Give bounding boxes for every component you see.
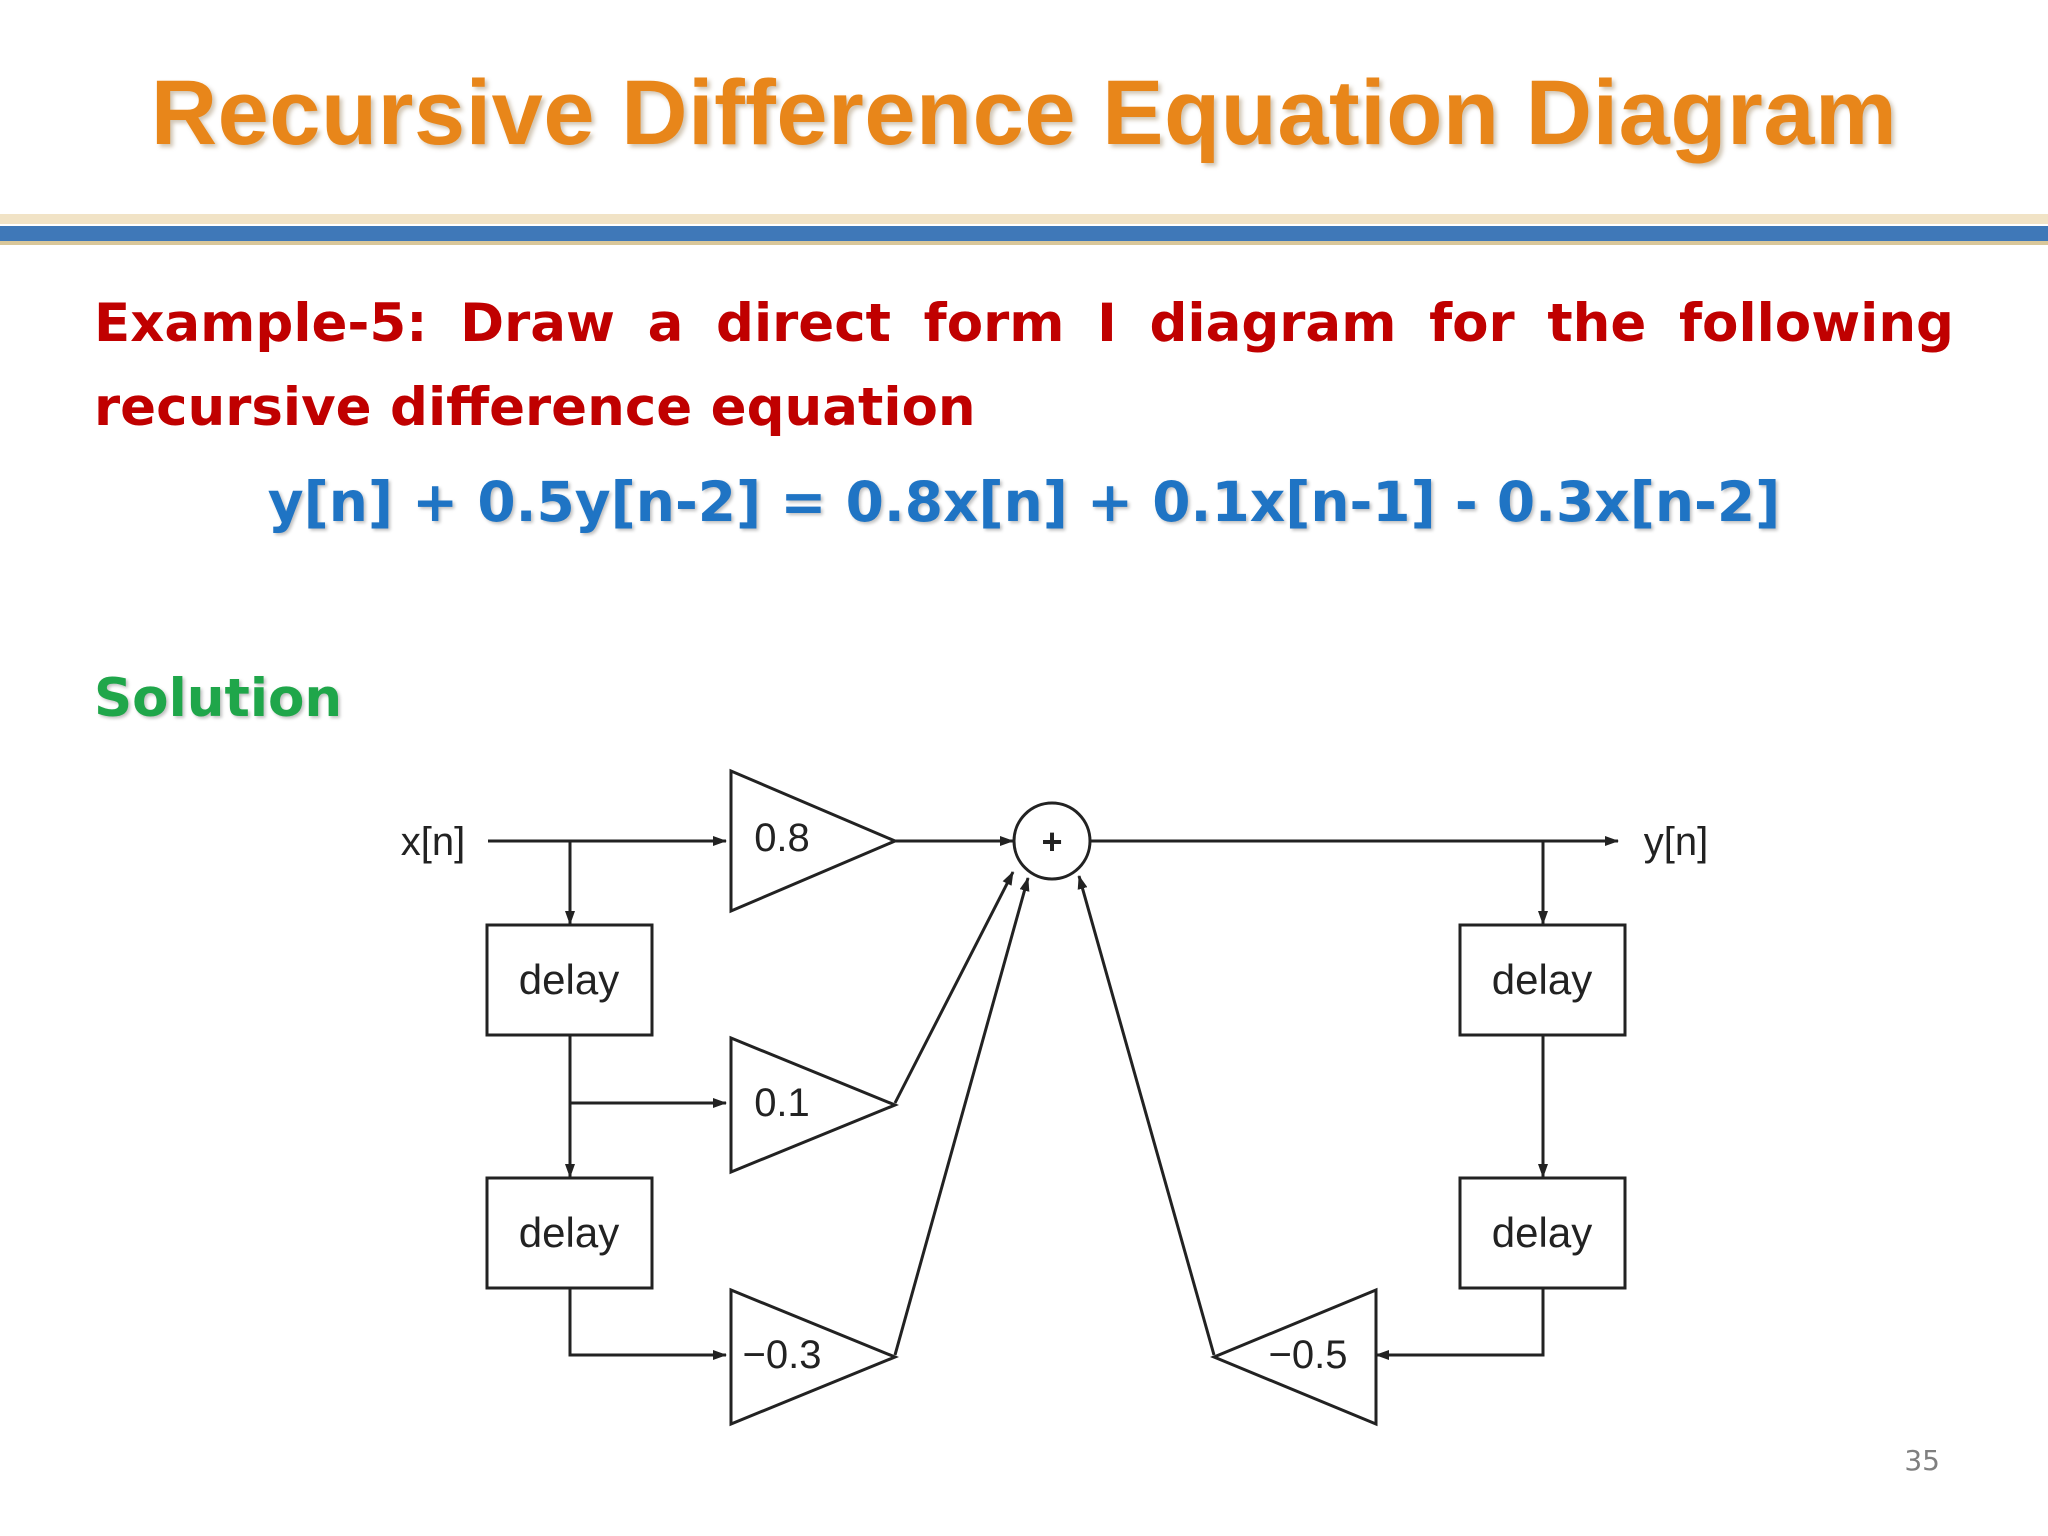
gain-triangle-minus03 <box>729 1287 899 1427</box>
gain-triangle-01 <box>729 1035 899 1175</box>
gain-label-08: 0.8 <box>754 816 810 860</box>
slide-title: Recursive Difference Equation Diagram <box>150 62 1898 164</box>
delay-box-x2 <box>485 1176 654 1290</box>
gain-01-to-summer <box>893 871 1015 1104</box>
page-number: 35 <box>1904 1444 1940 1477</box>
summer-symbol: + <box>1041 821 1062 862</box>
delay-label-x1: delay <box>519 956 619 1003</box>
input-label: x[n] <box>401 820 465 864</box>
delay-box-x1 <box>485 923 654 1037</box>
header-rule-blue <box>0 226 2048 241</box>
gain-label-01: 0.1 <box>754 1081 810 1125</box>
difference-equation: y[n] + 0.5y[n-2] = 0.8x[n] + 0.1x[n-1] -… <box>267 470 1781 534</box>
output-label: y[n] <box>1644 820 1708 864</box>
delay-label-x2: delay <box>519 1209 619 1256</box>
header-rule-gold <box>0 241 2048 245</box>
gain-triangle-08 <box>729 768 899 914</box>
gain-minus03-to-summer <box>893 877 1030 1356</box>
delay-label-y1: delay <box>1492 956 1592 1003</box>
gain-minus05-to-summer <box>1077 875 1216 1356</box>
solution-heading: Solution <box>94 668 343 729</box>
delay-box-y2 <box>1458 1176 1627 1290</box>
gain-label-minus03: −0.3 <box>743 1333 822 1377</box>
problem-statement: Example-5: Draw a direct form I diagram … <box>94 293 1954 438</box>
summer-circle <box>1012 801 1092 881</box>
x-n-minus-2-line <box>568 1288 727 1360</box>
gain-label-minus05: −0.5 <box>1269 1333 1348 1377</box>
delay-box-y1 <box>1458 923 1627 1037</box>
delay-label-y2: delay <box>1492 1209 1592 1256</box>
gain-triangle-minus05 <box>1210 1287 1378 1427</box>
y-n-minus-2-line <box>1375 1288 1545 1360</box>
header-rule-light <box>0 214 2048 224</box>
